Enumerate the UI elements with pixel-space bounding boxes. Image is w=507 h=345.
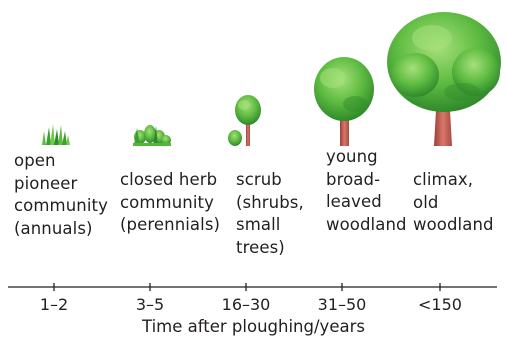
time-axis <box>8 283 497 291</box>
stage-label-climax-woodland: climax, old woodland <box>413 170 494 234</box>
tick-label: 3–5 <box>135 295 165 314</box>
tick-label: 16–30 <box>221 295 271 314</box>
stage-label-herb: closed herb community (perennials) <box>120 170 221 234</box>
axis-title: Time after ploughing/years <box>142 317 365 336</box>
herb-icon <box>133 125 171 146</box>
tick-label: 1–2 <box>39 295 69 314</box>
shrub-icon <box>228 95 261 146</box>
stage-label-pioneer: open pioneer community (annuals) <box>14 151 108 238</box>
grass-icon <box>42 124 70 145</box>
stage-label-scrub: scrub (shrubs, small trees) <box>236 170 304 257</box>
stage-label-young-woodland: young broad- leaved woodland <box>326 147 407 234</box>
tick-label: <150 <box>418 295 462 314</box>
tick-label: 31–50 <box>317 295 367 314</box>
old-tree-icon <box>387 12 501 146</box>
young-tree-icon <box>314 57 374 146</box>
